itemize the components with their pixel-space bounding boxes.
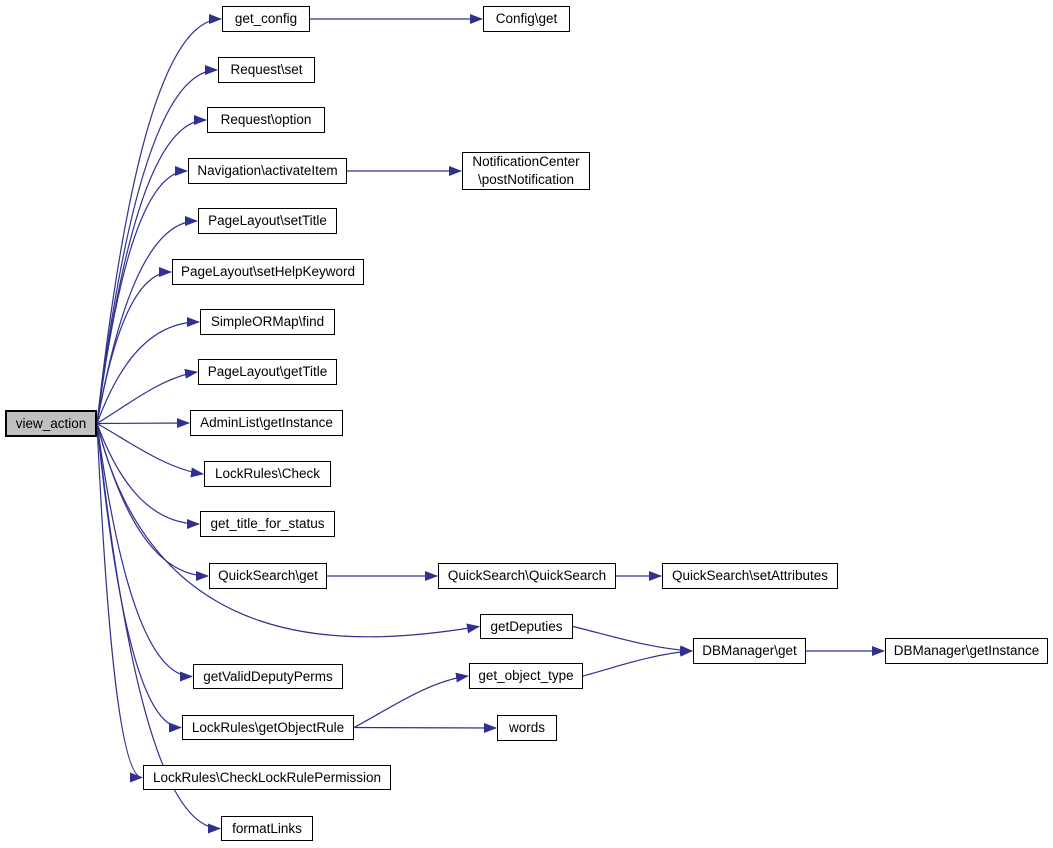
- node-view_action: view_action: [5, 410, 97, 437]
- edge-view_action-get_config: [96, 14, 222, 424]
- node-lockrules_checklockrulepermission[interactable]: LockRules\CheckLockRulePermission: [143, 765, 391, 790]
- node-dbmanager_get[interactable]: DBManager\get: [693, 638, 806, 664]
- node-quicksearch_get[interactable]: QuickSearch\get: [209, 563, 327, 589]
- node-quicksearch_setattributes[interactable]: QuickSearch\setAttributes: [662, 563, 838, 589]
- edge-view_action-lockrules_checklockrulepermission: [96, 423, 143, 783]
- node-get_config[interactable]: get_config: [222, 6, 310, 32]
- edge-view_action-lockrules_getobjectrule: [96, 423, 182, 733]
- node-get_object_type[interactable]: get_object_type: [469, 663, 583, 689]
- node-pagelayout_gettitle[interactable]: PageLayout\getTitle: [198, 359, 337, 385]
- node-simpleormap_find[interactable]: SimpleORMap\find: [200, 309, 335, 335]
- node-get_title_for_status[interactable]: get_title_for_status: [200, 511, 335, 537]
- node-request_option[interactable]: Request\option: [207, 107, 325, 133]
- node-formatlinks[interactable]: formatLinks: [221, 816, 313, 841]
- edge-get_object_type-dbmanager_get: [582, 646, 693, 677]
- edge-view_action-get_title_for_status: [96, 423, 200, 529]
- node-pagelayout_sethelpkeyword[interactable]: PageLayout\setHelpKeyword: [172, 259, 364, 285]
- edge-view_action-adminlist_getinstance: [96, 418, 190, 429]
- node-pagelayout_settitle[interactable]: PageLayout\setTitle: [198, 208, 337, 234]
- node-words[interactable]: words: [497, 715, 557, 741]
- edge-view_action-getdeputies: [96, 423, 480, 638]
- node-dbmanager_getinstance[interactable]: DBManager\getInstance: [885, 638, 1048, 664]
- node-getdeputies[interactable]: getDeputies: [480, 614, 573, 639]
- node-lockrules_getobjectrule[interactable]: LockRules\getObjectRule: [182, 715, 354, 740]
- node-navigation_activateitem[interactable]: Navigation\activateItem: [188, 158, 347, 184]
- edge-view_action-getvaliddeputyperms: [96, 423, 193, 682]
- edge-lockrules_getobjectrule-get_object_type: [353, 672, 469, 729]
- node-getvaliddeputyperms[interactable]: getValidDeputyPerms: [193, 664, 343, 689]
- edge-view_action-navigation_activateitem: [96, 166, 188, 424]
- edge-getdeputies-dbmanager_get: [572, 625, 693, 656]
- node-notificationcenter_postnotification[interactable]: NotificationCenter \postNotification: [462, 152, 590, 190]
- edge-group: [96, 14, 885, 834]
- node-config_get[interactable]: Config\get: [483, 6, 570, 32]
- node-quicksearch_quicksearch[interactable]: QuickSearch\QuickSearch: [438, 563, 616, 589]
- edge-lockrules_getobjectrule-words: [353, 722, 497, 733]
- edge-view_action-simpleormap_find: [96, 317, 200, 424]
- edge-view_action-lockrules_check: [96, 422, 204, 478]
- node-lockrules_check[interactable]: LockRules\Check: [204, 461, 331, 487]
- node-adminlist_getinstance[interactable]: AdminList\getInstance: [190, 410, 343, 436]
- edge-view_action-pagelayout_sethelpkeyword: [96, 267, 172, 424]
- node-request_set[interactable]: Request\set: [218, 57, 315, 83]
- edge-view_action-formatlinks: [96, 423, 221, 834]
- edge-view_action-request_set: [96, 65, 218, 424]
- edge-view_action-pagelayout_gettitle: [96, 368, 198, 425]
